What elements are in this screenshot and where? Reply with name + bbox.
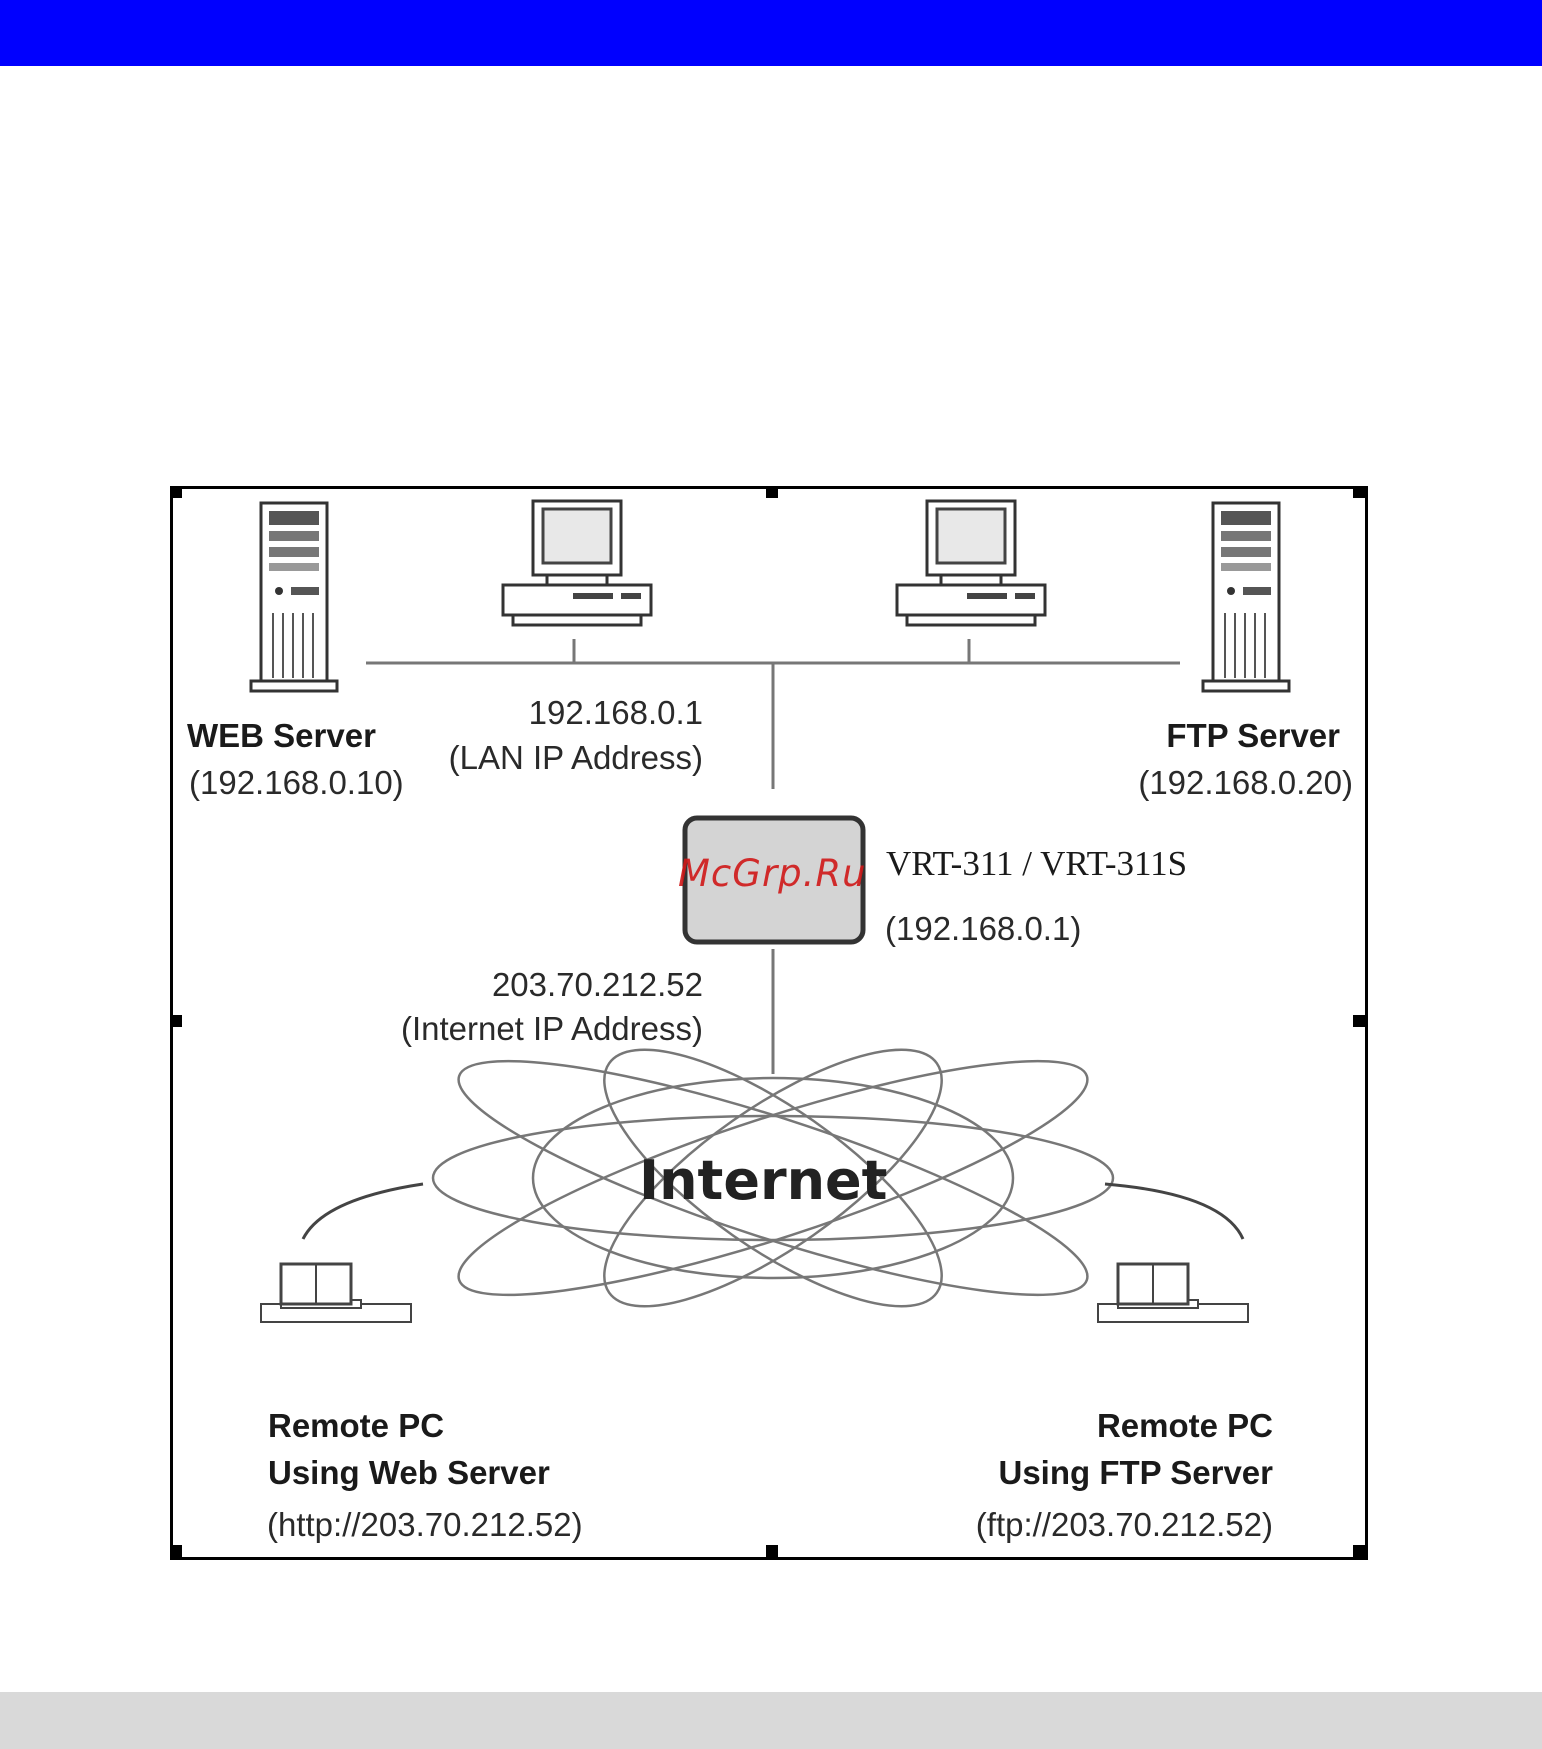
lan-desktop-computer-icon: [897, 501, 1045, 625]
web-server-ip: (192.168.0.10): [189, 764, 404, 802]
remote-ftp-url: (ftp://203.70.212.52): [976, 1506, 1273, 1544]
lan-desktop-computer-icon: [503, 501, 651, 625]
remote-ftp-monitor-icon: [1098, 1264, 1248, 1322]
remote-web-line1: Remote PC: [268, 1407, 444, 1445]
diagram-drawing: [173, 489, 1365, 1557]
internet-ip-caption: (Internet IP Address): [401, 1010, 703, 1048]
remote-web-line2: Using Web Server: [268, 1454, 550, 1492]
internet-ip-address: 203.70.212.52: [492, 966, 703, 1004]
web-server-tower-icon: [251, 503, 337, 691]
bottom-footer-bar: [0, 1692, 1542, 1749]
watermark-text: McGrp.Ru: [678, 852, 867, 895]
ftp-server-ip: (192.168.0.20): [1138, 764, 1353, 802]
lan-ip-address: 192.168.0.1: [529, 694, 703, 732]
remote-web-link-line: [303, 1184, 423, 1239]
remote-ftp-line1: Remote PC: [1097, 1407, 1273, 1445]
ftp-server-title: FTP Server: [1166, 717, 1340, 755]
router-model: VRT-311 / VRT-311S: [886, 844, 1187, 884]
remote-ftp-line2: Using FTP Server: [999, 1454, 1274, 1492]
router-ip: (192.168.0.1): [885, 910, 1081, 948]
web-server-title: WEB Server: [187, 717, 376, 755]
network-diagram-frame: WEB Server (192.168.0.10) 192.168.0.1 (L…: [170, 486, 1368, 1560]
lan-ip-caption: (LAN IP Address): [449, 739, 703, 777]
remote-web-url: (http://203.70.212.52): [267, 1506, 583, 1544]
remote-web-monitor-icon: [261, 1264, 411, 1322]
top-banner: [0, 0, 1542, 66]
ftp-server-tower-icon: [1203, 503, 1289, 691]
internet-label: Internet: [639, 1149, 887, 1212]
remote-ftp-link-line: [1105, 1184, 1243, 1239]
